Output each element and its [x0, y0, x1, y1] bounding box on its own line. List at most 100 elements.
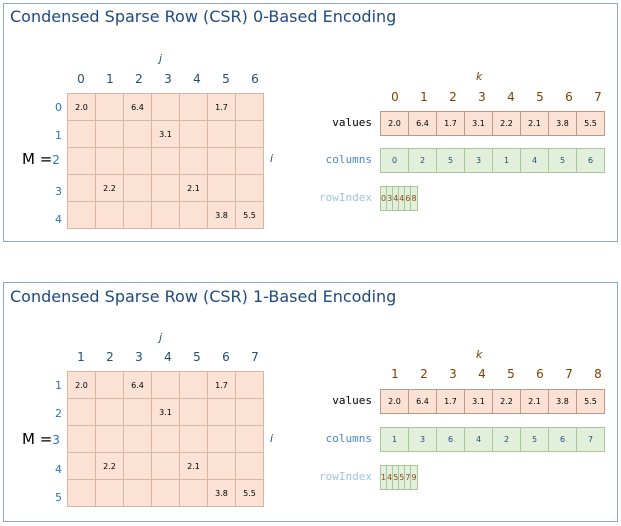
- row-index: 3: [55, 185, 62, 198]
- matrix-cell: [95, 371, 124, 399]
- matrix-row: [67, 425, 264, 453]
- column-index: 1: [106, 72, 114, 86]
- matrix-cell: [123, 452, 152, 480]
- values-array-cell: 5.5: [576, 389, 605, 414]
- row-index: 1: [55, 129, 62, 142]
- values-array-label: values: [332, 394, 372, 407]
- matrix-cell: [95, 120, 124, 148]
- matrix-cell: [123, 201, 152, 229]
- column-index: 4: [164, 350, 172, 364]
- matrix-cell: 2.0: [67, 371, 96, 399]
- i-axis-label: i: [270, 432, 274, 445]
- panel-title: Condensed Sparse Row (CSR) 0-Based Encod…: [10, 7, 397, 26]
- matrix-cell: 2.2: [95, 452, 124, 480]
- k-index: 2: [449, 90, 457, 104]
- panel-title: Condensed Sparse Row (CSR) 1-Based Encod…: [10, 287, 397, 306]
- values-array-cell: 2.1: [520, 111, 549, 136]
- column-index: 0: [77, 72, 85, 86]
- matrix-cell: [67, 452, 96, 480]
- rowindex-array-cell: 8: [410, 186, 418, 211]
- matrix-cell: [179, 371, 208, 399]
- column-index: 3: [164, 72, 172, 86]
- column-index: 4: [193, 72, 201, 86]
- matrix-cell: [151, 371, 180, 399]
- matrix-cell: [179, 93, 208, 121]
- matrix-cell: [235, 120, 264, 148]
- matrix-cell: [179, 479, 208, 507]
- matrix-cell: [95, 201, 124, 229]
- matrix-cell: [151, 452, 180, 480]
- columns-array-cell: 6: [436, 427, 465, 452]
- rowindex-array-cell: 9: [410, 465, 418, 490]
- column-index: 1: [77, 350, 85, 364]
- rowindex-array-cell: 4: [386, 465, 394, 490]
- matrix-row: [67, 147, 264, 175]
- values-array-cell: 2.2: [492, 111, 521, 136]
- column-index: 5: [193, 350, 201, 364]
- values-array-cell: 6.4: [408, 111, 437, 136]
- matrix-cell: [95, 93, 124, 121]
- k-index: 7: [565, 367, 573, 381]
- k-index: 6: [536, 367, 544, 381]
- columns-array-label: columns: [325, 153, 372, 166]
- columns-array-cell: 6: [576, 148, 605, 173]
- matrix-cell: [123, 425, 152, 453]
- rowindex-array-cell: 3: [386, 186, 394, 211]
- matrix-cell: 2.1: [179, 174, 208, 202]
- columns-array-cell: 0: [380, 148, 409, 173]
- values-array-cell: 2.1: [520, 389, 549, 414]
- column-index: 2: [135, 72, 143, 86]
- columns-array-cell: 7: [576, 427, 605, 452]
- k-index: 2: [420, 367, 428, 381]
- k-index: 6: [565, 90, 573, 104]
- matrix-cell: [151, 425, 180, 453]
- matrix-cell: [67, 398, 96, 426]
- column-index: 2: [106, 350, 114, 364]
- values-array-cell: 3.8: [548, 111, 577, 136]
- matrix-cell: [207, 425, 236, 453]
- matrix-cell: [179, 201, 208, 229]
- row-index: 2: [52, 153, 60, 167]
- values-array-cell: 1.7: [436, 111, 465, 136]
- columns-array-cell: 3: [408, 427, 437, 452]
- rowindex-array-cell: 4: [392, 186, 400, 211]
- matrix-cell: [151, 201, 180, 229]
- values-array-cell: 3.1: [464, 111, 493, 136]
- matrix-cell: 6.4: [123, 93, 152, 121]
- values-array-cell: 6.4: [408, 389, 437, 414]
- column-index: 6: [251, 72, 259, 86]
- k-index: 3: [478, 90, 486, 104]
- j-axis-label: j: [159, 331, 163, 344]
- i-axis-label: i: [270, 152, 274, 165]
- matrix-cell: 6.4: [123, 371, 152, 399]
- matrix-name-label: M =3: [22, 430, 60, 448]
- rowindex-array-label: rowIndex: [319, 470, 372, 483]
- row-index: 2: [55, 407, 62, 420]
- matrix-cell: [95, 147, 124, 175]
- matrix-cell: 1.7: [207, 93, 236, 121]
- k-index: 0: [391, 90, 399, 104]
- matrix-cell: [123, 479, 152, 507]
- matrix-cell: 3.1: [151, 398, 180, 426]
- matrix-cell: [235, 174, 264, 202]
- matrix-cell: [151, 479, 180, 507]
- columns-array-cell: 1: [380, 427, 409, 452]
- matrix-cell: [95, 425, 124, 453]
- values-array-label: values: [332, 116, 372, 129]
- columns-array-cell: 2: [492, 427, 521, 452]
- matrix-name-label: M =2: [22, 150, 60, 168]
- rowindex-array-cell: 0: [379, 186, 388, 211]
